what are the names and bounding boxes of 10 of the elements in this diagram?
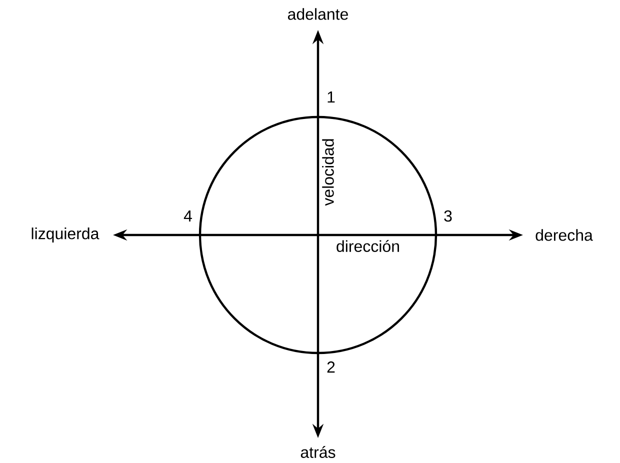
direction-label: derecha <box>536 229 593 241</box>
direction-label: adelante <box>288 8 348 20</box>
position-number: 3 <box>444 210 452 222</box>
direction-label: atrás <box>300 446 336 458</box>
position-number: 4 <box>184 210 192 222</box>
axis-label: velocidad <box>322 139 334 206</box>
position-number: 2 <box>327 361 335 373</box>
direction-label: lizquierda <box>32 228 100 242</box>
position-number: 1 <box>328 92 335 102</box>
axis-label: dirección <box>336 240 399 252</box>
